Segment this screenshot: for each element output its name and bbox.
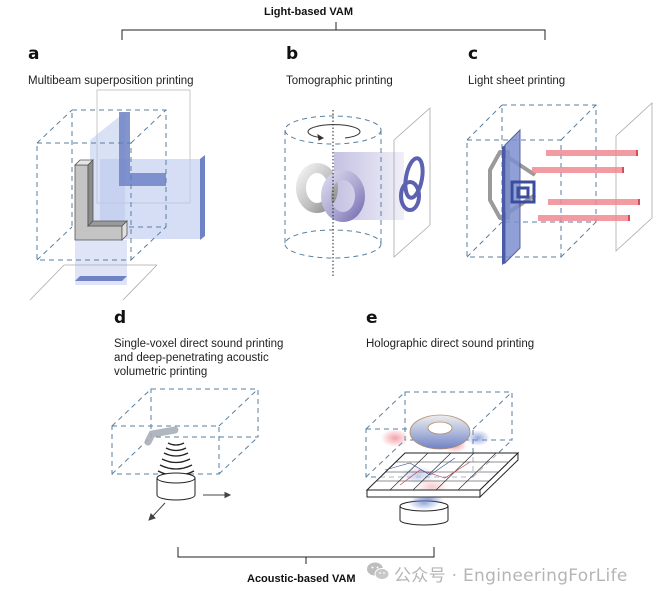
panel-a-title: Multibeam superposition printing [28,75,194,87]
panel-c-letter: c [468,44,479,64]
panel-d-title-line-2: and deep-penetrating acoustic [114,352,269,364]
panel-d-diagram [111,388,259,521]
light-based-bracket [121,22,546,40]
wechat-icon [366,561,390,581]
panel-a-diagram [29,89,205,301]
acoustic-based-vam-label: Acoustic-based VAM [247,573,356,585]
panel-e-title: Holographic direct sound printing [366,338,535,350]
panel-d-title-line-1: Single-voxel direct sound printing [114,338,284,350]
acoustic-based-bracket [177,547,435,564]
panel-b-letter: b [286,44,299,64]
panel-e-letter: e [366,308,378,328]
panel-e-diagram [365,391,520,526]
panel-a-letter: a [28,44,40,64]
panel-d-title: Single-voxel direct sound printing and d… [114,337,283,379]
panel-c-diagram [466,102,653,265]
panel-b-diagram [284,107,431,278]
light-based-vam-label: Light-based VAM [264,6,354,18]
watermark-text: 公众号 · EngineeringForLife [394,566,628,586]
panel-b-title: Tomographic printing [286,75,393,87]
panel-d-title-line-3: volumetric printing [114,366,208,378]
panel-d-letter: d [114,308,127,328]
panel-c-title: Light sheet printing [468,75,566,87]
